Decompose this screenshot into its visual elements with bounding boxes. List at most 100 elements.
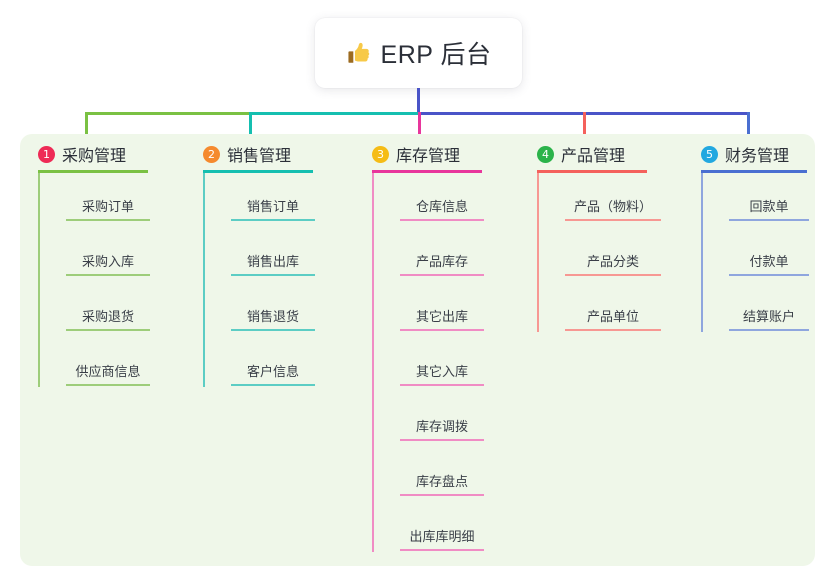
- leaf-label: 仓库信息: [415, 199, 468, 214]
- leaf-item[interactable]: 采购退货: [66, 306, 150, 331]
- leaf-item[interactable]: 供应商信息: [66, 361, 150, 386]
- column-badge-3: 3: [372, 145, 389, 163]
- leaf-item[interactable]: 销售退货: [231, 306, 315, 331]
- leaf-item[interactable]: 产品（物料）: [565, 196, 661, 221]
- column-spine-2: [203, 173, 205, 387]
- leaf-item[interactable]: 结算账户: [729, 306, 809, 331]
- column-header-2[interactable]: 2 销售管理: [203, 142, 291, 166]
- leaf-underline: [400, 274, 484, 276]
- column-underline-4: [537, 170, 647, 173]
- column-underline-3: [372, 170, 482, 173]
- column-underline-5: [701, 170, 807, 173]
- column-title-3: 库存管理: [396, 148, 461, 165]
- leaf-underline: [565, 219, 661, 221]
- column-header-5[interactable]: 5 财务管理: [701, 142, 789, 166]
- drop-line-col-1: [85, 112, 88, 146]
- leaf-item[interactable]: 采购订单: [66, 196, 150, 221]
- leaf-underline: [729, 329, 809, 331]
- leaf-label: 产品分类: [586, 254, 639, 269]
- leaf-item[interactable]: 采购入库: [66, 251, 150, 276]
- leaf-underline: [231, 219, 315, 221]
- drop-line-col-3: [418, 112, 421, 146]
- column-title-4: 产品管理: [561, 148, 626, 165]
- leaf-label: 供应商信息: [75, 364, 141, 379]
- leaf-item[interactable]: 库存调拨: [400, 416, 484, 441]
- leaf-underline: [231, 274, 315, 276]
- leaf-item[interactable]: 产品单位: [565, 306, 661, 331]
- leaf-underline: [66, 219, 150, 221]
- leaf-underline: [400, 384, 484, 386]
- column-spine-5: [701, 173, 703, 332]
- column-title-2: 销售管理: [227, 148, 292, 165]
- leaf-underline: [66, 329, 150, 331]
- leaf-item[interactable]: 其它出库: [400, 306, 484, 331]
- leaf-underline: [400, 329, 484, 331]
- leaf-underline: [565, 274, 661, 276]
- column-underline-1: [38, 170, 148, 173]
- bus-segment-green: [85, 112, 251, 115]
- leaf-item[interactable]: 回款单: [729, 196, 809, 221]
- column-2: 2 销售管理销售订单销售出库销售退货客户信息: [203, 134, 323, 566]
- root-node-content: ERP 后台: [346, 35, 492, 71]
- leaf-item[interactable]: 仓库信息: [400, 196, 484, 221]
- leaf-label: 采购订单: [81, 199, 134, 214]
- root-node-card[interactable]: ERP 后台: [315, 18, 522, 88]
- column-title-1: 采购管理: [62, 148, 127, 165]
- leaf-label: 采购入库: [81, 254, 134, 269]
- leaf-underline: [729, 274, 809, 276]
- column-header-4[interactable]: 4 产品管理: [537, 142, 625, 166]
- leaf-label: 产品库存: [415, 254, 468, 269]
- leaf-underline: [565, 329, 661, 331]
- leaf-item[interactable]: 销售出库: [231, 251, 315, 276]
- leaf-item[interactable]: 库存盘点: [400, 471, 484, 496]
- column-badge-2: 2: [203, 145, 220, 163]
- leaf-label: 产品单位: [586, 309, 639, 324]
- leaf-label: 销售出库: [246, 254, 299, 269]
- leaf-item[interactable]: 其它入库: [400, 361, 484, 386]
- leaf-underline: [66, 274, 150, 276]
- drop-line-col-2: [249, 112, 252, 146]
- drop-line-col-5: [747, 112, 750, 146]
- leaf-label: 产品（物料）: [573, 199, 652, 214]
- leaf-label: 出库库明细: [409, 529, 475, 544]
- leaf-item[interactable]: 产品分类: [565, 251, 661, 276]
- leaf-underline: [400, 494, 484, 496]
- leaf-item[interactable]: 产品库存: [400, 251, 484, 276]
- leaf-label: 库存盘点: [415, 474, 468, 489]
- leaf-label: 销售退货: [246, 309, 299, 324]
- column-title-5: 财务管理: [725, 148, 790, 165]
- leaf-underline: [231, 384, 315, 386]
- leaf-underline: [400, 439, 484, 441]
- leaf-item[interactable]: 出库库明细: [400, 526, 484, 551]
- column-header-3[interactable]: 3 库存管理: [372, 142, 460, 166]
- column-4: 4 产品管理产品（物料） 产品分类产品单位: [537, 134, 661, 566]
- column-3: 3 库存管理仓库信息产品库存其它出库其它入库库存调拨库存盘点出库库明细: [372, 134, 492, 566]
- column-badge-4: 4: [537, 145, 554, 163]
- column-spine-1: [38, 173, 40, 387]
- bus-segment-teal: [249, 112, 420, 115]
- column-underline-2: [203, 170, 313, 173]
- leaf-label: 采购退货: [81, 309, 134, 324]
- leaf-item[interactable]: 付款单: [729, 251, 809, 276]
- leaf-label: 客户信息: [246, 364, 299, 379]
- column-5: 5 财务管理回款单付款单结算账户: [701, 134, 817, 566]
- leaf-label: 付款单: [749, 254, 789, 269]
- drop-line-col-4: [583, 112, 586, 146]
- leaf-label: 销售订单: [246, 199, 299, 214]
- trunk-line: [417, 88, 420, 114]
- column-badge-5: 5: [701, 145, 718, 163]
- leaf-item[interactable]: 客户信息: [231, 361, 315, 386]
- leaf-underline: [66, 384, 150, 386]
- leaf-item[interactable]: 销售订单: [231, 196, 315, 221]
- leaf-underline: [231, 329, 315, 331]
- thumbs-up-icon: [347, 42, 369, 63]
- leaf-label: 结算账户: [742, 309, 795, 324]
- leaf-underline: [729, 219, 809, 221]
- column-spine-3: [372, 173, 374, 552]
- leaf-label: 库存调拨: [415, 419, 468, 434]
- column-spine-4: [537, 173, 539, 332]
